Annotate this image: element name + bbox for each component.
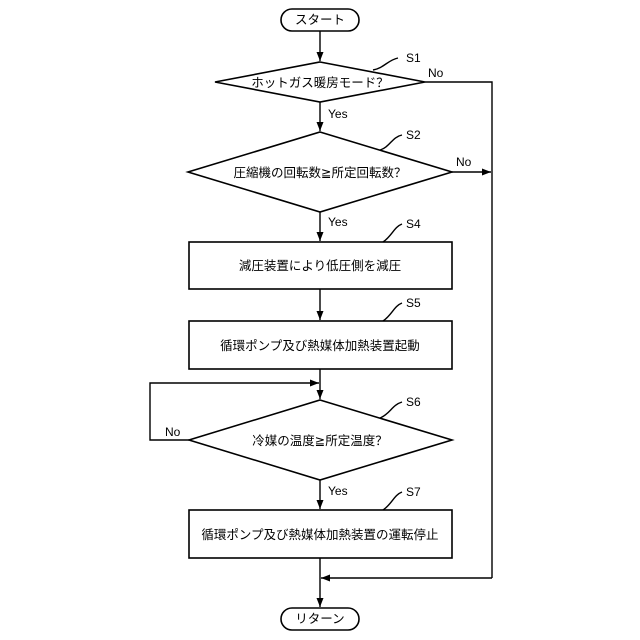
s6-yes-label: Yes	[328, 484, 348, 498]
leader-s7	[383, 492, 402, 510]
step-id-s1: S1	[406, 51, 421, 65]
end-label: リターン	[295, 611, 344, 626]
step-id-s2: S2	[406, 128, 421, 142]
s6-no-label: No	[165, 425, 181, 439]
leader-s5	[383, 303, 402, 321]
s2-no-label: No	[456, 155, 472, 169]
leader-s6	[380, 402, 402, 418]
s1-no-label: No	[428, 66, 444, 80]
step-id-s6: S6	[406, 395, 421, 409]
step-id-s4: S4	[406, 217, 421, 231]
decision-s1-text: ホットガス暖房モード？	[251, 75, 389, 90]
decision-s6-text: 冷媒の温度≧所定温度？	[252, 433, 387, 448]
s1-yes-label: Yes	[328, 107, 348, 121]
process-s7-text: 循環ポンプ及び熱媒体加熱装置の運転停止	[201, 527, 438, 542]
start-label: スタート	[295, 12, 345, 27]
decision-s2-text: 圧縮機の回転数≧所定回転数？	[234, 165, 407, 180]
step-id-s7: S7	[406, 485, 421, 499]
s2-yes-label: Yes	[328, 215, 348, 229]
step-id-s5: S5	[406, 296, 421, 310]
process-s5-text: 循環ポンプ及び熱媒体加熱装置起動	[220, 338, 420, 353]
process-s4-text: 減圧装置により低圧側を減圧	[239, 258, 401, 273]
leader-s2	[380, 135, 402, 150]
leader-s4	[383, 224, 402, 242]
leader-s1	[373, 58, 398, 70]
